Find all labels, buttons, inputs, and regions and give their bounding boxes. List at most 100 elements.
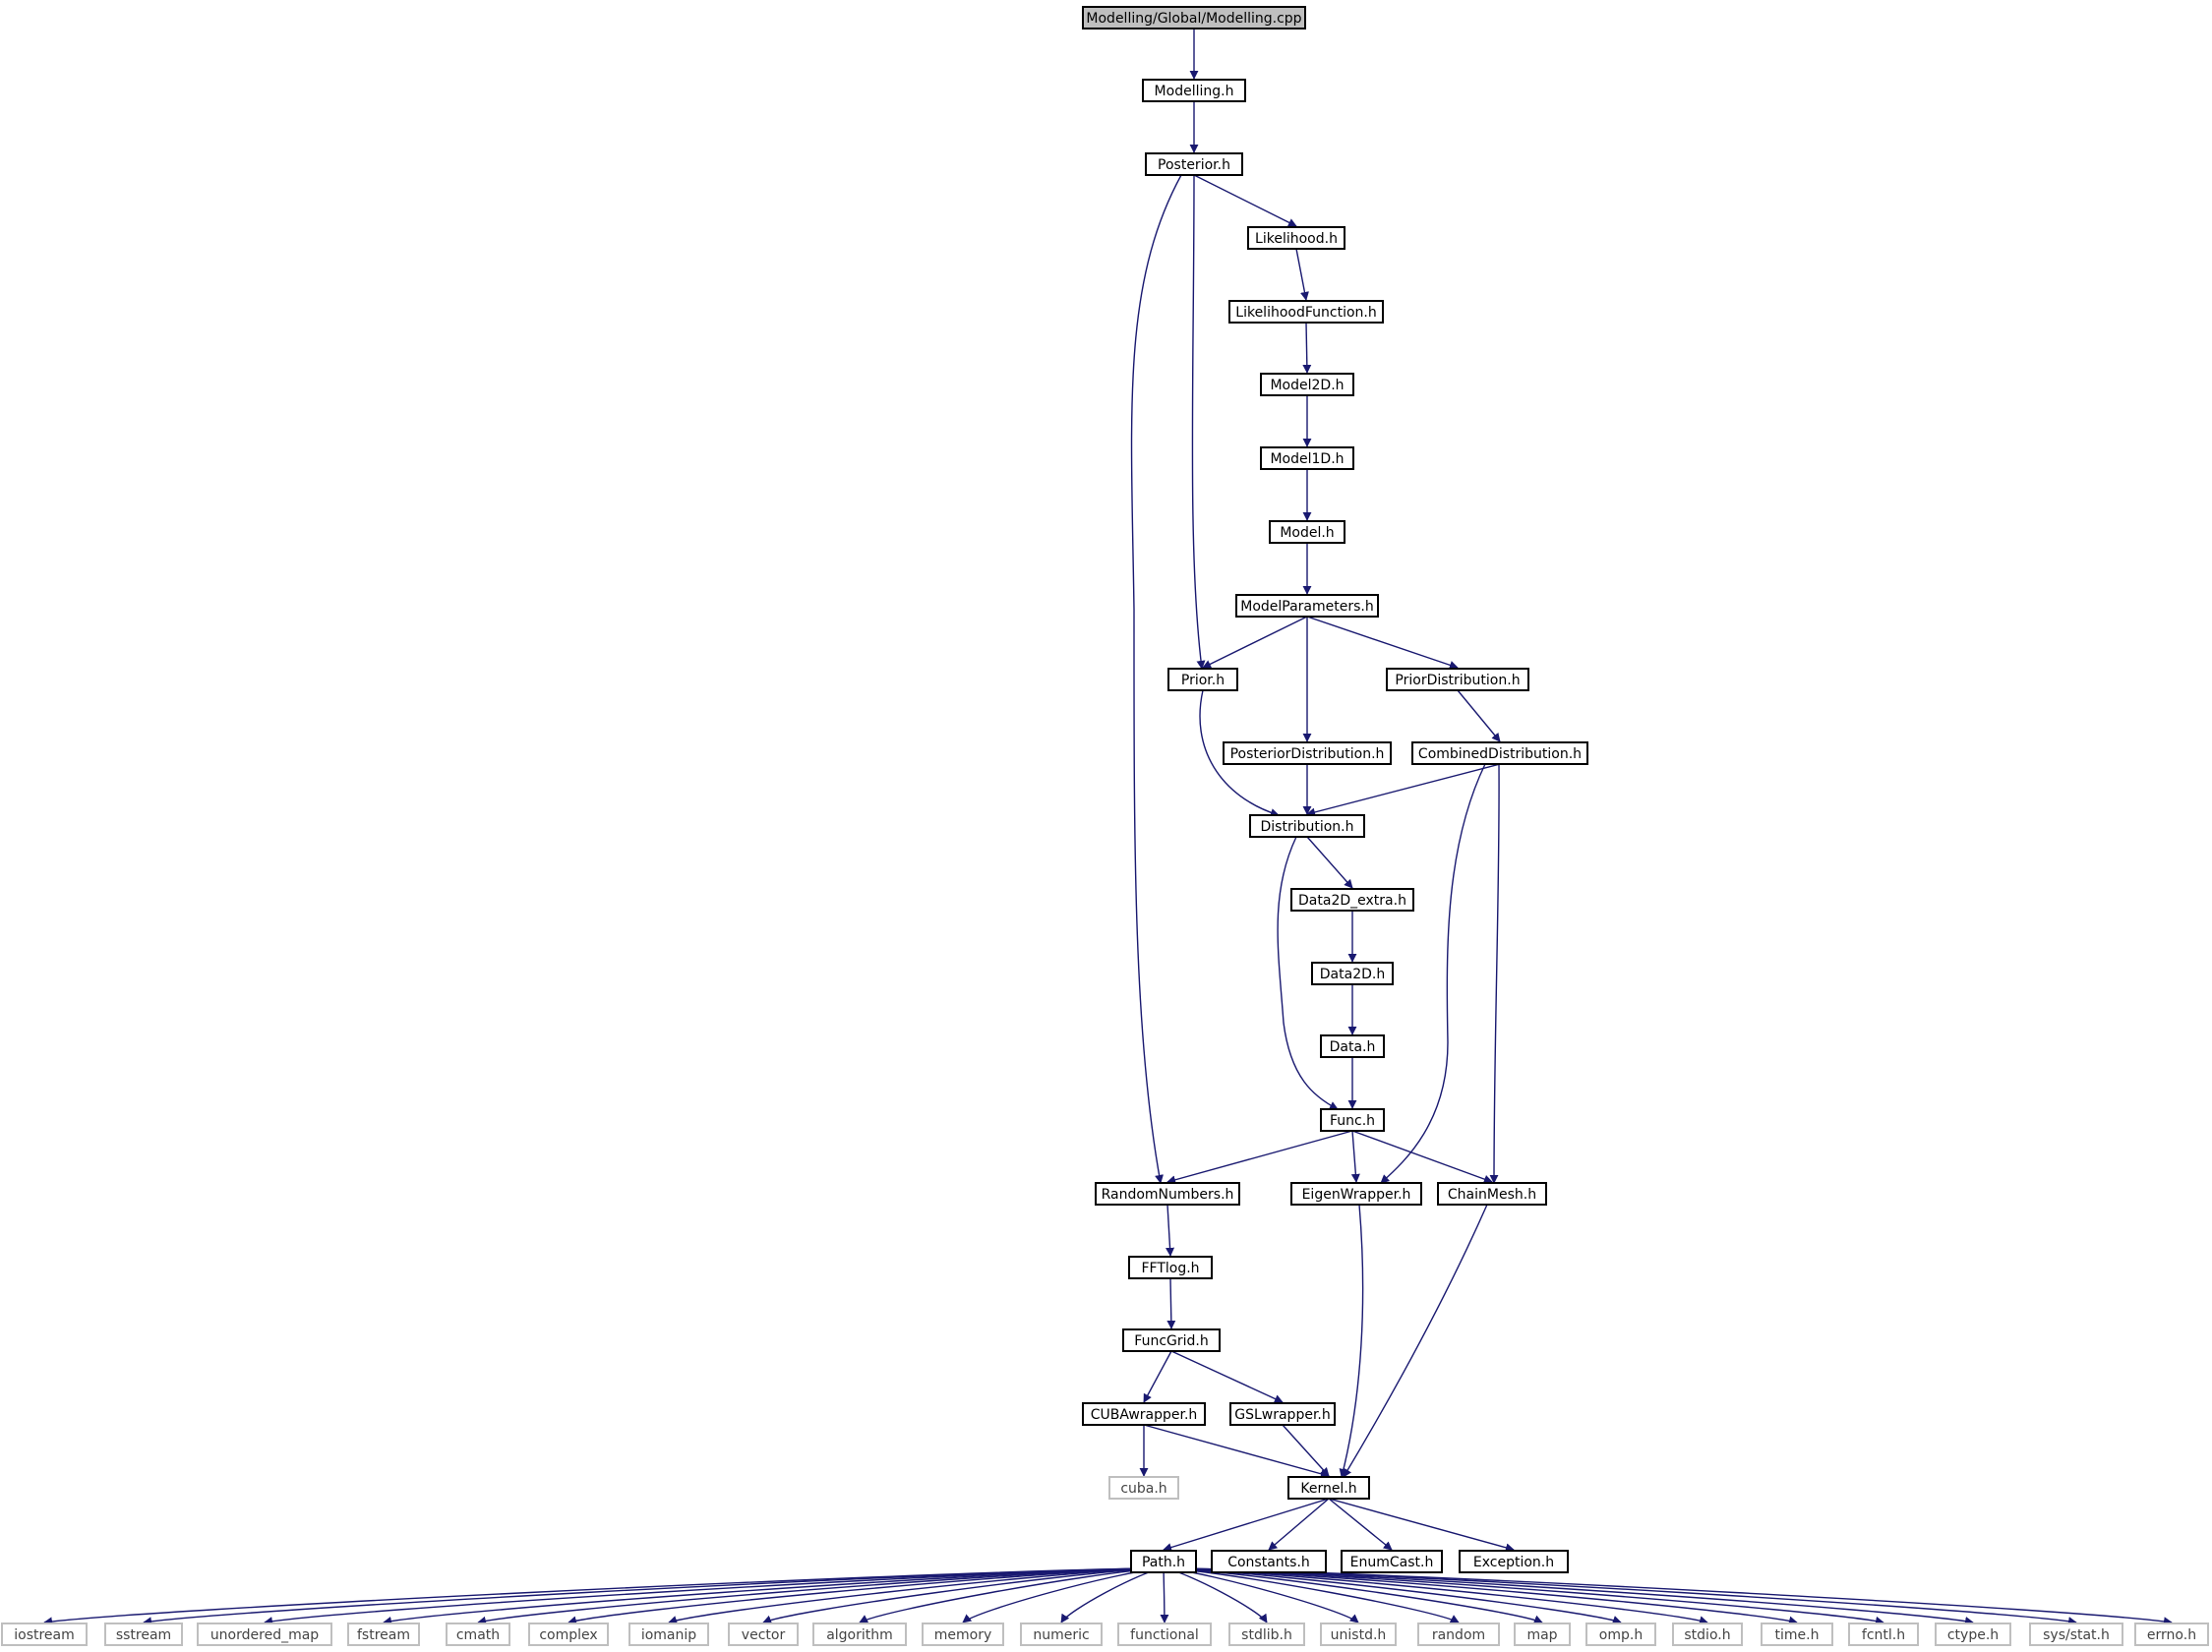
edge-priordistribution_h-to-combineddistribution_h xyxy=(1457,689,1501,742)
nodes-layer: Modelling/Global/Modelling.cppModelling.… xyxy=(1,6,2209,1646)
node-box xyxy=(2134,1622,2209,1646)
node-box xyxy=(104,1622,183,1646)
node-cuba_h: cuba.h xyxy=(1108,1476,1179,1500)
node-cubawrapper_h[interactable]: CUBAwrapper.h xyxy=(1082,1402,1206,1426)
node-box xyxy=(1514,1622,1571,1646)
node-random: random xyxy=(1417,1622,1500,1646)
edge-path_h-to-functional xyxy=(1160,1567,1169,1623)
node-path_h[interactable]: Path.h xyxy=(1130,1550,1197,1573)
node-distribution_h[interactable]: Distribution.h xyxy=(1249,814,1365,838)
node-label: unordered_map xyxy=(210,1627,319,1643)
node-box xyxy=(1145,152,1243,176)
node-likelihood_h[interactable]: Likelihood.h xyxy=(1247,226,1345,250)
edge-path_h-to-stdlib_h xyxy=(1165,1567,1268,1623)
node-box xyxy=(1320,1108,1385,1132)
node-cmath: cmath xyxy=(446,1622,510,1646)
node-label: iostream xyxy=(14,1627,75,1643)
node-box xyxy=(1672,1622,1743,1646)
node-box xyxy=(1228,1622,1305,1646)
node-constants_h[interactable]: Constants.h xyxy=(1211,1550,1327,1573)
node-gslwrapper_h[interactable]: GSLwrapper.h xyxy=(1229,1402,1336,1426)
node-posteriordistribution_h[interactable]: PosteriorDistribution.h xyxy=(1223,741,1392,765)
node-label: PosteriorDistribution.h xyxy=(1230,746,1385,762)
node-map: map xyxy=(1514,1622,1571,1646)
node-box xyxy=(1211,1550,1327,1573)
edge-posterior_h-to-prior_h xyxy=(1191,174,1206,670)
node-data2d_h[interactable]: Data2D.h xyxy=(1311,962,1394,985)
node-exception_h[interactable]: Exception.h xyxy=(1459,1550,1569,1573)
node-label: vector xyxy=(742,1627,786,1643)
node-box xyxy=(197,1622,332,1646)
node-box xyxy=(1311,962,1394,985)
node-likelihoodfunction_h[interactable]: LikelihoodFunction.h xyxy=(1228,300,1384,324)
node-modelparameters_h[interactable]: ModelParameters.h xyxy=(1235,594,1379,618)
node-box xyxy=(1290,1182,1422,1206)
node-box xyxy=(728,1622,799,1646)
node-omp_h: omp.h xyxy=(1585,1622,1656,1646)
node-data2d_extra_h[interactable]: Data2D_extra.h xyxy=(1290,888,1414,912)
node-kernel_h[interactable]: Kernel.h xyxy=(1287,1476,1370,1500)
node-box xyxy=(1320,1034,1385,1058)
edge-distribution_h-to-data2d_extra_h xyxy=(1306,836,1353,889)
node-funcgrid_h[interactable]: FuncGrid.h xyxy=(1122,1328,1221,1352)
node-box xyxy=(1095,1182,1240,1206)
node-label: RandomNumbers.h xyxy=(1102,1187,1234,1203)
node-enumcast_h[interactable]: EnumCast.h xyxy=(1341,1550,1443,1573)
node-box xyxy=(1761,1622,1833,1646)
node-modelling_cpp[interactable]: Modelling/Global/Modelling.cpp xyxy=(1082,6,1306,30)
node-posterior_h[interactable]: Posterior.h xyxy=(1145,152,1243,176)
node-prior_h[interactable]: Prior.h xyxy=(1167,668,1238,691)
node-label: stdio.h xyxy=(1684,1627,1730,1643)
node-box xyxy=(1260,373,1354,396)
node-label: fcntl.h xyxy=(1862,1627,1905,1643)
node-fftlog_h[interactable]: FFTlog.h xyxy=(1128,1256,1213,1279)
node-box xyxy=(1437,1182,1547,1206)
node-algorithm: algorithm xyxy=(812,1622,907,1646)
node-label: CUBAwrapper.h xyxy=(1091,1407,1198,1423)
edge-path_h-to-cmath xyxy=(477,1567,1151,1625)
node-data_h[interactable]: Data.h xyxy=(1320,1034,1385,1058)
node-chainmesh_h[interactable]: ChainMesh.h xyxy=(1437,1182,1547,1206)
node-box xyxy=(1117,1622,1212,1646)
edge-path_h-to-random xyxy=(1168,1567,1460,1623)
edge-likelihood_h-to-likelihoodfunction_h xyxy=(1295,248,1309,301)
node-box xyxy=(1848,1622,1919,1646)
edge-modelparameters_h-to-priordistribution_h xyxy=(1306,616,1459,670)
node-box xyxy=(1269,520,1345,544)
node-label: Data2D_extra.h xyxy=(1298,893,1406,909)
node-label: ctype.h xyxy=(1947,1627,1999,1643)
node-box xyxy=(1260,446,1354,470)
node-label: Model2D.h xyxy=(1270,378,1344,393)
node-combineddistribution_h[interactable]: CombinedDistribution.h xyxy=(1411,741,1588,765)
node-box xyxy=(1459,1550,1569,1573)
node-label: Likelihood.h xyxy=(1255,231,1338,247)
node-priordistribution_h[interactable]: PriorDistribution.h xyxy=(1386,668,1529,691)
node-label: Model.h xyxy=(1280,525,1334,541)
node-label: memory xyxy=(934,1627,992,1643)
node-label: numeric xyxy=(1033,1627,1089,1643)
node-randomnumbers_h[interactable]: RandomNumbers.h xyxy=(1095,1182,1240,1206)
node-box xyxy=(528,1622,609,1646)
node-label: Path.h xyxy=(1142,1555,1185,1570)
node-box xyxy=(1935,1622,2011,1646)
node-modelling_h[interactable]: Modelling.h xyxy=(1142,79,1246,102)
node-model_h[interactable]: Model.h xyxy=(1269,520,1345,544)
node-label: EigenWrapper.h xyxy=(1302,1187,1411,1203)
edge-chainmesh_h-to-kernel_h xyxy=(1343,1204,1488,1478)
node-model1d_h[interactable]: Model1D.h xyxy=(1260,446,1354,470)
node-iomanip: iomanip xyxy=(628,1622,709,1646)
node-box xyxy=(922,1622,1004,1646)
node-box xyxy=(1417,1622,1500,1646)
node-box xyxy=(1020,1622,1103,1646)
node-label: Modelling.h xyxy=(1155,84,1234,99)
node-func_h[interactable]: Func.h xyxy=(1320,1108,1385,1132)
node-eigenwrapper_h[interactable]: EigenWrapper.h xyxy=(1290,1182,1422,1206)
node-label: time.h xyxy=(1775,1627,1820,1643)
node-box xyxy=(2029,1622,2123,1646)
edge-posterior_h-to-likelihood_h xyxy=(1193,174,1297,227)
node-label: ChainMesh.h xyxy=(1448,1187,1536,1203)
edge-func_h-to-randomnumbers_h xyxy=(1166,1130,1353,1185)
node-box xyxy=(1228,300,1384,324)
node-model2d_h[interactable]: Model2D.h xyxy=(1260,373,1354,396)
